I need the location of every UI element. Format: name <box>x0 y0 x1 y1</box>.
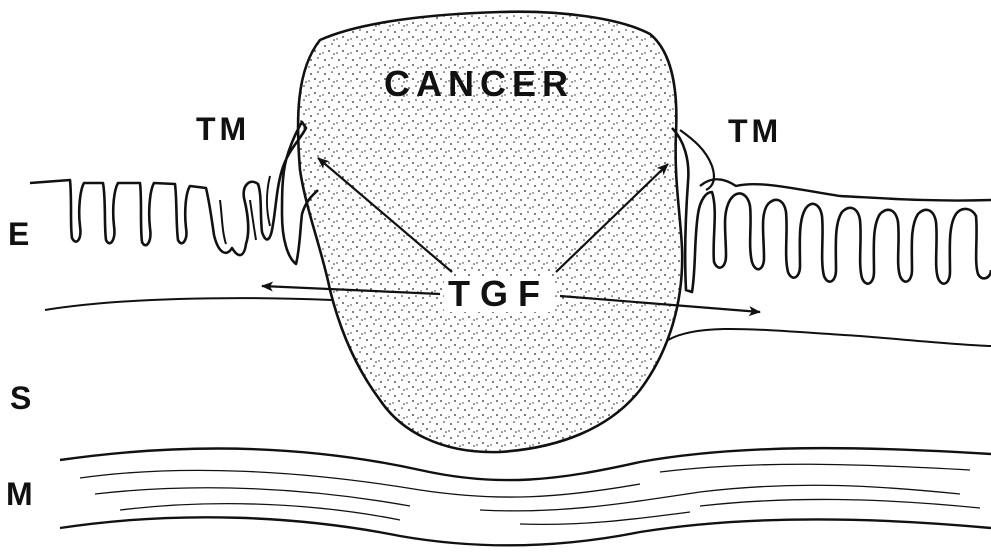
tm-label-right: TM <box>728 115 782 147</box>
stroma-boundary-right <box>668 329 991 346</box>
muscle-top <box>60 448 991 480</box>
epithelium-right-top <box>700 179 991 200</box>
epithelium-label: E <box>8 218 29 250</box>
muscle-fibers <box>80 464 980 524</box>
tm-label-left: TM <box>196 113 250 145</box>
tgf-label: TGF <box>444 276 554 312</box>
cancer-label: CANCER <box>384 66 574 102</box>
muscle-label: M <box>6 478 33 510</box>
stroma-boundary-left <box>45 298 332 310</box>
muscle-bottom <box>60 517 991 545</box>
epithelium-left <box>30 122 318 264</box>
stroma-label: S <box>10 382 31 414</box>
epithelium-right <box>672 128 991 292</box>
